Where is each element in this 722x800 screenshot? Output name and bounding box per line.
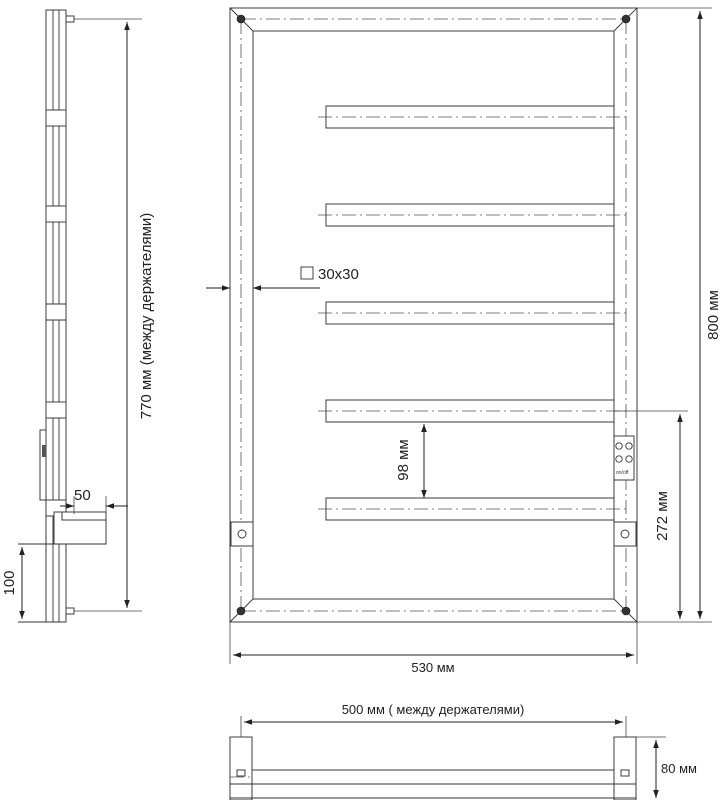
side-holder-spacing-label: 770 мм (между держателями)	[138, 213, 155, 420]
side-top-holder	[65, 15, 75, 23]
right-connection-box	[613, 521, 637, 547]
connection-height-label: 272 мм	[654, 491, 671, 541]
bottom-left-holder-screw	[236, 606, 246, 616]
side-bottom-holder	[65, 607, 75, 615]
front-width-label: 530 мм	[411, 660, 454, 675]
switch-label: on/off	[616, 470, 629, 476]
wall-offset-label: 50	[74, 487, 91, 504]
front-height-label: 800 мм	[705, 290, 722, 340]
top-bar	[251, 769, 615, 785]
bar-spacing-label: 98 мм	[395, 439, 412, 480]
side-view: 770 мм (между держателями) 50 100	[1, 9, 155, 623]
front-view: on/off 30х30 98 мм 272 мм 800 мм 530 мм	[206, 7, 722, 675]
towel-bars	[318, 105, 630, 521]
depth-label: 80 мм	[661, 761, 697, 776]
top-view: 500 мм ( между держателями) 80 мм	[229, 702, 697, 800]
square-section-icon	[300, 266, 314, 280]
top-holder-spacing-label: 500 мм ( между держателями)	[342, 702, 525, 717]
top-left-post	[229, 736, 253, 800]
top-right-holder-screw	[621, 14, 631, 24]
bottom-right-holder-screw	[621, 606, 631, 616]
side-bar-ends	[45, 109, 67, 517]
left-connection-box	[230, 521, 254, 547]
side-switch-block	[39, 429, 47, 501]
connector-height-label: 100	[1, 570, 18, 595]
on-off-switch: on/off	[613, 435, 635, 481]
top-right-post	[613, 736, 637, 800]
top-left-holder-screw	[236, 14, 246, 24]
profile-label: 30х30	[318, 266, 359, 283]
